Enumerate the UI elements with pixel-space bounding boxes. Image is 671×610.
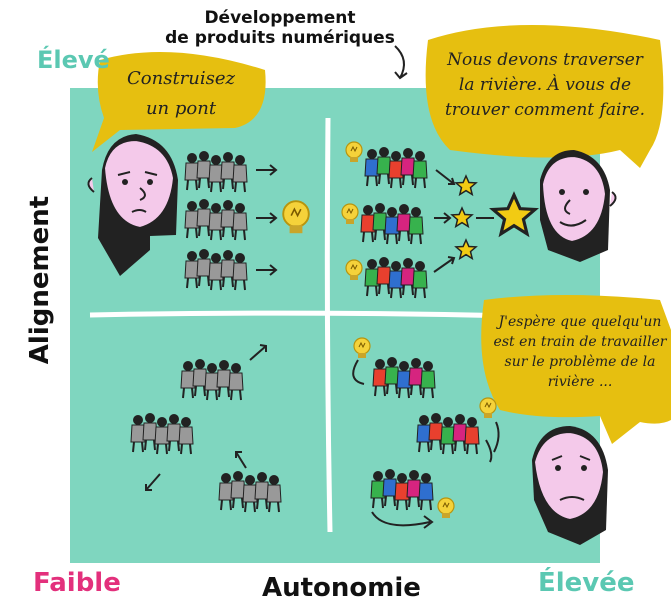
speech-bottom-line-1: J'espère que quelqu'un (498, 314, 662, 330)
speech-bubble-left (92, 52, 266, 152)
speech-text-left: Construisez un pont (116, 64, 246, 124)
arrow-icon (485, 421, 500, 463)
speech-bottom-line-4: rivière ... (547, 374, 613, 390)
speech-right-line-2: la rivière. À vous de (458, 75, 632, 95)
speech-bottom-line-3: sur le problème de la (504, 354, 656, 370)
x-axis-high-label: Élevée (538, 568, 635, 598)
arrow-icon (433, 169, 494, 273)
title-line-1: Développement (204, 8, 356, 28)
character-right-icon (540, 150, 617, 262)
speech-bubble-right (425, 25, 664, 168)
character-bottom-right-icon (532, 426, 608, 545)
speech-left-line-1: Construisez (127, 68, 235, 89)
speech-text-right: Nous devons traverser la rivière. À vous… (430, 48, 660, 123)
arrow-icon (145, 344, 267, 491)
title-pointer-arrow (394, 45, 408, 80)
vertical-axis-divider (324, 117, 333, 533)
speech-bubble-bottom-right (481, 295, 671, 444)
x-axis-label: Autonomie (262, 573, 421, 603)
page-title: Développement de produits numériques (150, 8, 410, 48)
y-axis-high-label: Élevé (37, 46, 110, 74)
character-left-icon (87, 134, 178, 276)
arrow-icon (256, 164, 278, 276)
speech-right-line-1: Nous devons traverser (447, 50, 643, 70)
speech-right-line-3: trouver comment faire. (444, 100, 646, 120)
x-axis-low-label: Faible (33, 568, 121, 598)
arrow-icon (352, 359, 365, 385)
speech-bottom-line-2: est en train de travailler (493, 334, 667, 350)
title-line-2: de produits numériques (165, 28, 395, 48)
speech-left-line-2: un pont (145, 98, 217, 119)
speech-text-bottom-right: J'espère que quelqu'un est en train de t… (480, 312, 671, 392)
y-axis-label: Alignement (25, 195, 55, 365)
arrow-icon (371, 511, 434, 529)
